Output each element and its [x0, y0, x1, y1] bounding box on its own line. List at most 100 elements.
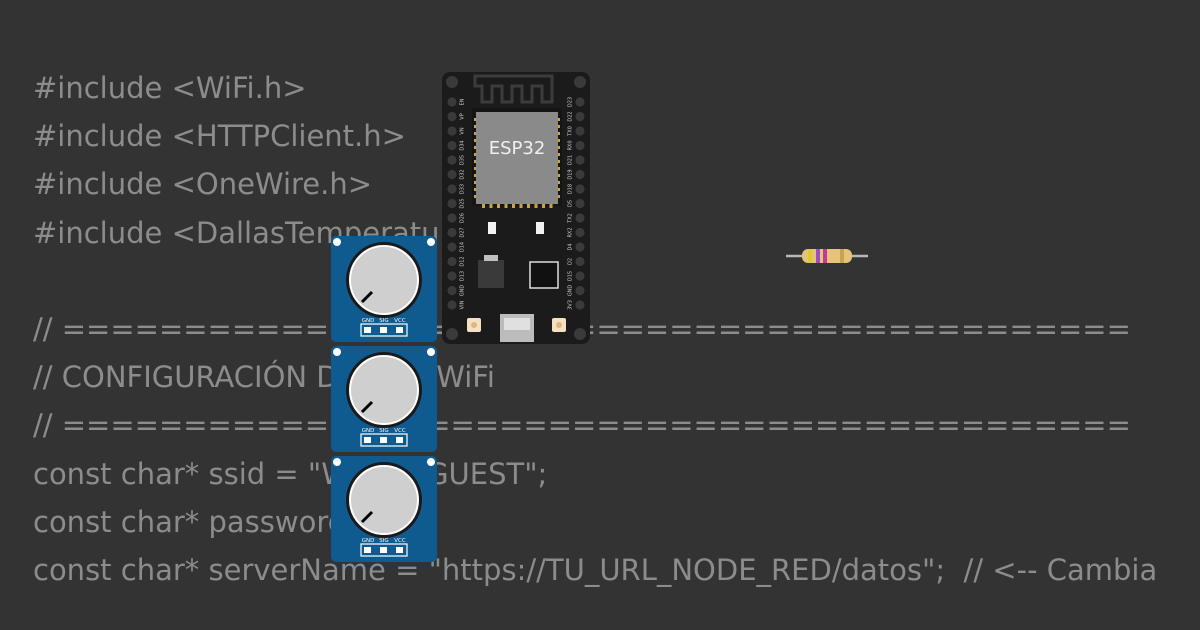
pin-label-vcc: VCC	[394, 428, 406, 434]
pin-vcc[interactable]	[396, 547, 403, 553]
code-line	[33, 257, 1168, 305]
knob-indicator	[360, 290, 374, 304]
esp32-pin-label: 3V3	[568, 300, 574, 310]
esp32-pin-label: D19	[568, 169, 574, 179]
esp32-pin-label: D35	[460, 155, 466, 165]
esp32-pin-vp[interactable]	[447, 111, 457, 122]
esp32-pin-label: GND	[568, 285, 574, 297]
esp32-pin-d22[interactable]	[575, 111, 585, 122]
esp32-pin-label: D18	[568, 184, 574, 194]
esp32-pin-label: D22	[568, 111, 574, 121]
esp32-pin-label: D25	[460, 198, 466, 208]
code-line: #include <OneWire.h>	[33, 167, 373, 202]
potentiometer-1[interactable]: GND SIG VCC	[331, 236, 437, 342]
esp32-pin-gnd[interactable]	[575, 285, 585, 296]
esp32-pin-d4[interactable]	[575, 242, 585, 252]
code-line: #include <DallasTemperature.h>	[33, 215, 521, 250]
resistor-band-2	[816, 249, 820, 263]
esp32-pin-d19[interactable]	[575, 169, 585, 180]
esp32-pin-label: D27	[460, 227, 466, 237]
esp32-pin-d14[interactable]	[447, 242, 457, 252]
code-line: #include <WiFi.h>	[33, 71, 307, 105]
esp32-pin-d15[interactable]	[575, 271, 585, 281]
pin-gnd[interactable]	[364, 547, 371, 553]
code-line: // =====================================…	[33, 408, 1131, 443]
esp32-pin-label: D21	[568, 155, 574, 165]
antenna-trace	[473, 74, 554, 104]
esp32-devkit-board[interactable]: ENVPVND34D35D32D33D25D26D27D14D12D13GNDV…	[442, 72, 590, 344]
pin-label-gnd: GND	[362, 318, 375, 324]
pin-sig[interactable]	[380, 547, 387, 553]
esp32-pin-d34[interactable]	[447, 140, 457, 151]
pin-sig[interactable]	[380, 437, 387, 443]
esp32-pin-label: D13	[460, 271, 466, 281]
esp32-pin-d5[interactable]	[575, 198, 585, 209]
resistor-band-4	[840, 249, 844, 263]
pin-label-gnd: GND	[362, 538, 375, 544]
esp32-pin-d2[interactable]	[575, 256, 585, 267]
pin-vcc[interactable]	[396, 327, 403, 333]
resistor-band-1	[808, 249, 812, 263]
code-editor[interactable]: #include <WiFi.h> #include <HTTPClient.h>…	[33, 64, 1168, 594]
voltage-regulator	[478, 260, 504, 288]
esp32-pin-tx2[interactable]	[575, 213, 585, 223]
potentiometer-knob[interactable]	[349, 245, 419, 315]
potentiometer-knob[interactable]	[349, 465, 419, 535]
esp32-pin-label: D2	[568, 258, 574, 265]
esp32-pin-label: VN	[460, 127, 466, 134]
code-line: #include <HTTPClient.h>	[33, 119, 406, 154]
potentiometer-3[interactable]: GND SIG VCC	[331, 456, 437, 562]
esp32-pin-d18[interactable]	[575, 184, 585, 194]
esp32-pin-d32[interactable]	[447, 169, 457, 180]
esp32-pin-en[interactable]	[447, 97, 457, 107]
esp32-pin-label: VP	[460, 113, 466, 119]
esp32-pin-label: D33	[460, 184, 466, 194]
esp32-pin-vn[interactable]	[447, 126, 457, 136]
resistor[interactable]	[786, 246, 868, 266]
esp32-pin-label: D34	[460, 140, 466, 150]
esp32-pin-label: TX2	[568, 213, 574, 224]
esp32-pin-d26[interactable]	[447, 213, 457, 223]
resistor-band-3	[823, 249, 827, 263]
esp32-pin-label: D14	[460, 242, 466, 252]
esp32-pin-vin[interactable]	[447, 300, 457, 310]
pin-label-sig: SIG	[379, 428, 388, 434]
esp32-pin-3v3[interactable]	[575, 300, 585, 310]
esp32-pin-label: D32	[460, 169, 466, 179]
esp32-pin-label: D5	[568, 200, 574, 207]
esp32-pin-label: D12	[460, 256, 466, 266]
code-line: const char* serverName = "https://TU_URL…	[33, 552, 1158, 587]
esp32-pin-label: D26	[460, 213, 466, 223]
esp32-pin-d25[interactable]	[447, 198, 457, 209]
potentiometer-knob[interactable]	[349, 355, 419, 425]
code-line: const char* password = "";	[33, 504, 426, 539]
esp32-pin-rx2[interactable]	[575, 227, 585, 238]
esp32-pin-label: D15	[568, 271, 574, 281]
esp32-pin-tx0[interactable]	[575, 126, 585, 136]
pin-label-vcc: VCC	[394, 538, 406, 544]
esp32-pin-d33[interactable]	[447, 184, 457, 194]
pin-sig[interactable]	[380, 327, 387, 333]
usb-uart-chip	[529, 261, 559, 289]
esp32-pin-label: D4	[568, 243, 574, 250]
esp32-pin-d12[interactable]	[447, 256, 457, 267]
potentiometer-2[interactable]: GND SIG VCC	[331, 346, 437, 452]
esp32-shield-can	[476, 112, 558, 204]
pin-gnd[interactable]	[364, 327, 371, 333]
pin-label-sig: SIG	[379, 318, 388, 324]
esp32-pin-d35[interactable]	[447, 155, 457, 165]
pin-label-gnd: GND	[362, 428, 375, 434]
esp32-pin-d23[interactable]	[575, 97, 585, 107]
code-line: // CONFIGURACIÓN DE RED WiFi	[33, 360, 495, 395]
esp32-pin-gnd[interactable]	[447, 285, 457, 296]
pin-vcc[interactable]	[396, 437, 403, 443]
esp32-pin-label: GND	[460, 285, 466, 297]
esp32-pin-label: TX0	[568, 126, 574, 137]
esp32-pin-label: RX0	[568, 140, 574, 150]
esp32-pin-d21[interactable]	[575, 155, 585, 165]
esp32-pin-rx0[interactable]	[575, 140, 585, 151]
esp32-pin-label: EN	[460, 98, 466, 105]
esp32-pin-d27[interactable]	[447, 227, 457, 238]
pin-gnd[interactable]	[364, 437, 371, 443]
esp32-pin-d13[interactable]	[447, 271, 457, 281]
